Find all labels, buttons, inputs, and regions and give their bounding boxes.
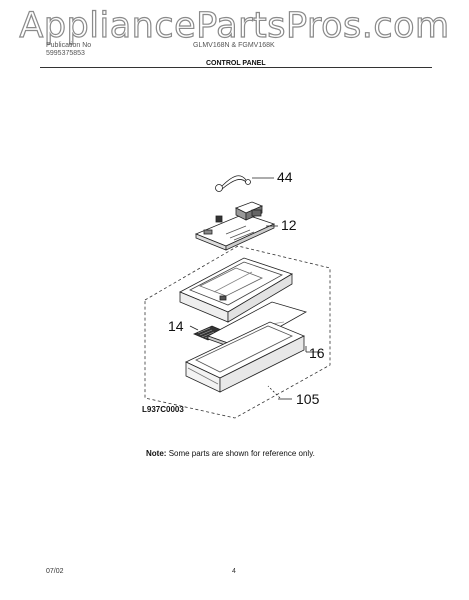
callout-16: 16 (309, 345, 325, 361)
part-12-control-board (194, 201, 278, 251)
diagram-code: L937C0003 (142, 405, 184, 414)
publication-label: Publication No (46, 42, 92, 49)
part-105-assembly-outline (144, 245, 331, 419)
section-title: CONTROL PANEL (206, 60, 266, 67)
upper-housing (179, 257, 293, 323)
header-rule (40, 67, 432, 68)
callout-12: 12 (281, 217, 297, 233)
footer-page-number: 4 (232, 568, 236, 575)
reference-note: Note: Some parts are shown for reference… (146, 449, 315, 458)
callout-44: 44 (277, 169, 293, 185)
note-text: Some parts are shown for reference only. (168, 449, 315, 458)
watermark: AppliancePartsPros.com (19, 5, 450, 46)
callout-105: 105 (296, 391, 320, 407)
part-16-front-frame (185, 321, 307, 393)
publication-number: 5995375853 (46, 50, 85, 57)
footer-date: 07/02 (46, 568, 64, 575)
part-44-wire-harness (215, 175, 274, 192)
callout-14: 14 (168, 318, 184, 334)
model-numbers: GLMV168N & FGMV168K (193, 42, 275, 49)
note-label: Note: (146, 449, 167, 458)
